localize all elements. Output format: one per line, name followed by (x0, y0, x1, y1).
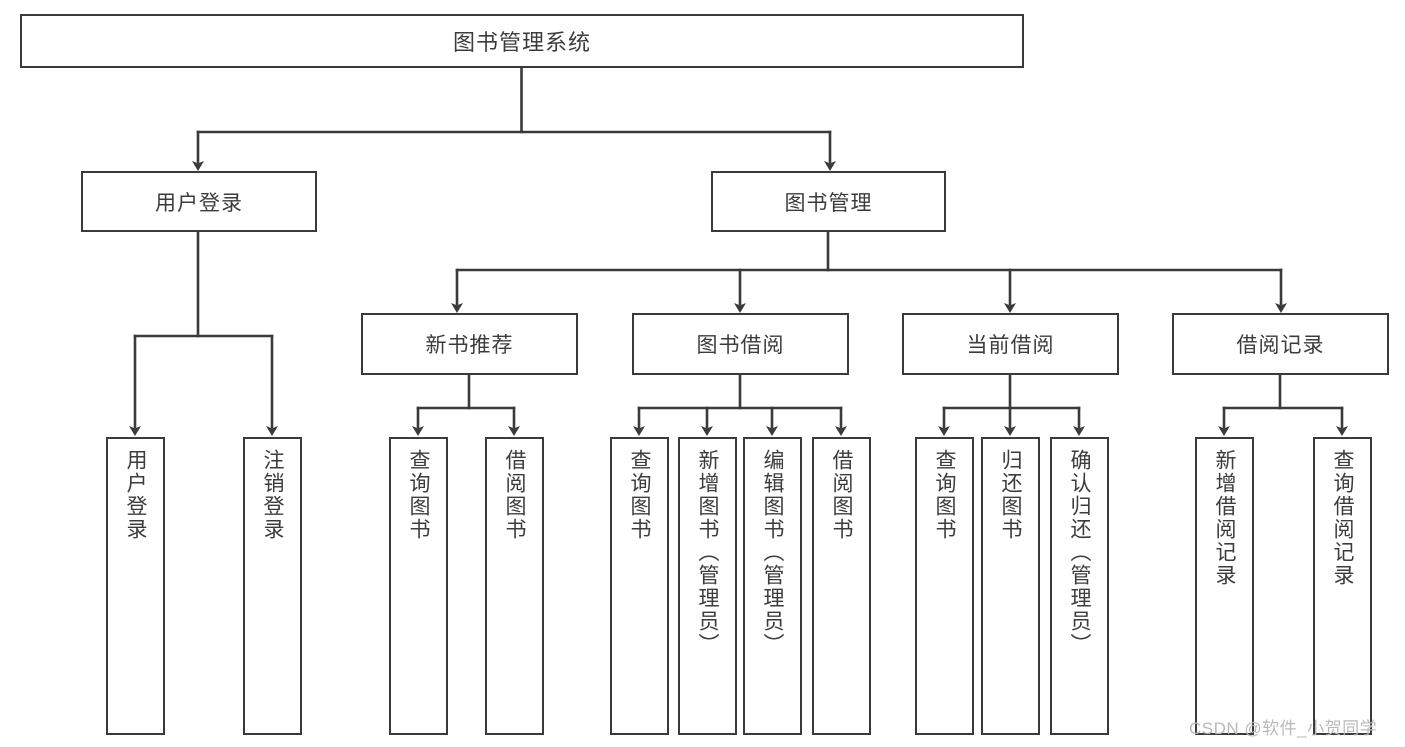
node-book-borrow[interactable]: 图书借阅 (632, 313, 849, 375)
node-label: 归还图书 (999, 449, 1022, 541)
node-label: 图书管理系统 (452, 30, 591, 55)
node-book-management[interactable]: 图书管理 (711, 171, 946, 232)
watermark: CSDN @软件_小贺同学 (1189, 719, 1378, 738)
node-label: 新增图书（管理员） (696, 449, 719, 656)
node-label: 借阅记录 (1236, 334, 1325, 357)
node-label: 查询图书 (407, 449, 430, 541)
node-label: 用户登录 (155, 191, 243, 215)
leaf-query-borrow-record[interactable]: 查询借阅记录 (1313, 437, 1372, 735)
node-label: 新增借阅记录 (1213, 449, 1236, 587)
node-label: 确认归还（管理员） (1068, 449, 1091, 656)
leaf-edit-book[interactable]: 编辑图书（管理员） (743, 437, 802, 735)
node-borrow-record[interactable]: 借阅记录 (1172, 313, 1389, 375)
node-current-borrow[interactable]: 当前借阅 (902, 313, 1119, 375)
node-label: 新书推荐 (425, 334, 514, 357)
leaf-add-book[interactable]: 新增图书（管理员） (678, 437, 737, 735)
node-new-book-recommend[interactable]: 新书推荐 (361, 313, 578, 375)
leaf-user-logout[interactable]: 注销登录 (243, 437, 302, 735)
node-label: 当前借阅 (966, 334, 1055, 357)
node-root-system[interactable]: 图书管理系统 (20, 14, 1024, 68)
node-user-login[interactable]: 用户登录 (81, 171, 317, 232)
node-label: 查询图书 (628, 449, 651, 541)
node-label: 借阅图书 (830, 449, 853, 541)
node-label: 查询借阅记录 (1331, 449, 1354, 587)
leaf-confirm-return[interactable]: 确认归还（管理员） (1050, 437, 1109, 735)
node-label: 图书借阅 (696, 334, 785, 357)
leaf-add-borrow-record[interactable]: 新增借阅记录 (1195, 437, 1254, 735)
node-label: 用户登录 (124, 449, 147, 541)
node-label: 注销登录 (261, 449, 284, 541)
node-label: 查询图书 (933, 449, 956, 541)
leaf-return-book[interactable]: 归还图书 (981, 437, 1040, 735)
leaf-borrow-book-recommend[interactable]: 借阅图书 (485, 437, 544, 735)
leaf-user-login[interactable]: 用户登录 (106, 437, 165, 735)
node-label: 图书管理 (784, 191, 873, 215)
leaf-query-book-recommend[interactable]: 查询图书 (389, 437, 448, 735)
node-label: 编辑图书（管理员） (761, 449, 784, 656)
leaf-query-book-current[interactable]: 查询图书 (915, 437, 974, 735)
leaf-query-book-borrow[interactable]: 查询图书 (610, 437, 669, 735)
leaf-borrow-book[interactable]: 借阅图书 (812, 437, 871, 735)
node-label: 借阅图书 (503, 449, 526, 541)
